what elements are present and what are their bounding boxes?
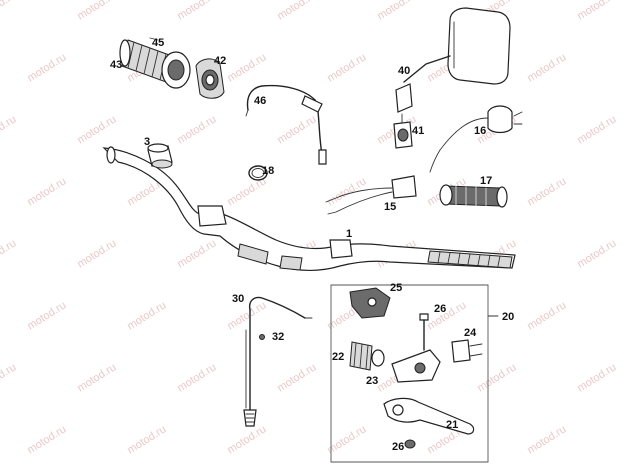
watermark-text: motod.ru bbox=[375, 0, 418, 23]
callout-1: 1 bbox=[346, 228, 352, 240]
mirror-mount-part-41 bbox=[393, 113, 413, 149]
throttle-housing-part-42 bbox=[195, 58, 225, 99]
ring-part-18 bbox=[248, 165, 268, 181]
watermark-text: motod.ru bbox=[225, 423, 268, 456]
watermark-text: motod.ru bbox=[525, 299, 568, 332]
callout-18: 18 bbox=[262, 165, 274, 177]
watermark-text: motod.ru bbox=[325, 51, 368, 84]
watermark-text: motod.ru bbox=[25, 51, 68, 84]
callout-22: 22 bbox=[332, 351, 344, 363]
callout-23: 23 bbox=[366, 375, 378, 387]
watermark-text: motod.ru bbox=[525, 51, 568, 84]
watermark-text: motod.ru bbox=[175, 237, 218, 270]
watermark-text: motod.ru bbox=[275, 113, 318, 146]
watermark-text: motod.ru bbox=[75, 0, 118, 23]
handlebar bbox=[102, 146, 516, 272]
callout-labels: 1 3 15 16 17 18 20 21 22 23 24 25 26 26 … bbox=[110, 37, 514, 453]
watermark-text: motod.ru bbox=[225, 51, 268, 84]
watermark-text: motod.ru bbox=[325, 175, 368, 208]
clutch-lever-assembly-part-20 bbox=[330, 284, 499, 463]
watermark-text: motod.ru bbox=[75, 361, 118, 394]
watermark-text: motod.ru bbox=[125, 423, 168, 456]
callout-25: 25 bbox=[390, 282, 402, 294]
watermark-text: motod.ru bbox=[0, 237, 18, 270]
callout-26-bottom: 26 bbox=[392, 441, 404, 453]
watermark-text: motod.ru bbox=[575, 237, 618, 270]
watermark-text: motod.ru bbox=[175, 0, 218, 23]
watermark-text: motod.ru bbox=[475, 361, 518, 394]
callout-26-top: 26 bbox=[434, 303, 446, 315]
watermark-text: motod.ru bbox=[25, 423, 68, 456]
watermark-text: motod.ru bbox=[175, 361, 218, 394]
mirror-part-40 bbox=[395, 7, 511, 113]
throttle-cable-part-46 bbox=[245, 84, 327, 165]
watermark-text: motod.ru bbox=[25, 299, 68, 332]
callout-3: 3 bbox=[144, 136, 150, 148]
callout-15: 15 bbox=[384, 201, 396, 213]
watermark-text: motod.ru bbox=[125, 299, 168, 332]
callout-24: 24 bbox=[464, 327, 477, 339]
watermark-text: motod.ru bbox=[275, 361, 318, 394]
watermark-text: motod.ru bbox=[75, 237, 118, 270]
watermark-text: motod.ru bbox=[525, 175, 568, 208]
callout-32: 32 bbox=[272, 331, 284, 343]
callout-16: 16 bbox=[474, 125, 486, 137]
callout-45: 45 bbox=[152, 37, 164, 49]
callout-17: 17 bbox=[480, 175, 492, 187]
callout-42: 42 bbox=[214, 55, 226, 67]
watermark-text: motod.ru bbox=[175, 113, 218, 146]
callout-41: 41 bbox=[412, 125, 424, 137]
watermark-text: motod.ru bbox=[575, 361, 618, 394]
watermark-text: motod.ru bbox=[0, 113, 18, 146]
watermark-text: motod.ru bbox=[25, 175, 68, 208]
throttle-grip-part-43 bbox=[119, 37, 191, 89]
left-grip-part-17 bbox=[439, 184, 508, 208]
watermark-text: motod.ru bbox=[0, 361, 18, 394]
callout-40: 40 bbox=[398, 65, 410, 77]
watermark-text: motod.ru bbox=[0, 0, 18, 23]
watermark-text: motod.ru bbox=[425, 299, 468, 332]
bushing-part-3 bbox=[147, 143, 173, 169]
switch-part-15 bbox=[325, 175, 417, 215]
watermark-text: motod.ru bbox=[225, 175, 268, 208]
callout-43: 43 bbox=[110, 59, 122, 71]
callout-20: 20 bbox=[502, 311, 514, 323]
clutch-cable-part-30 bbox=[243, 296, 313, 427]
callout-30: 30 bbox=[232, 293, 244, 305]
kill-switch-part-16 bbox=[429, 105, 523, 173]
watermark-text: motod.ru bbox=[325, 423, 368, 456]
watermark-text: motod.ru bbox=[575, 0, 618, 23]
callout-46: 46 bbox=[254, 95, 266, 107]
watermark-text: motod.ru bbox=[275, 0, 318, 23]
watermark-text: motod.ru bbox=[575, 113, 618, 146]
watermark-text: motod.ru bbox=[75, 113, 118, 146]
callout-21: 21 bbox=[446, 419, 458, 431]
watermark-text: motod.ru bbox=[525, 423, 568, 456]
